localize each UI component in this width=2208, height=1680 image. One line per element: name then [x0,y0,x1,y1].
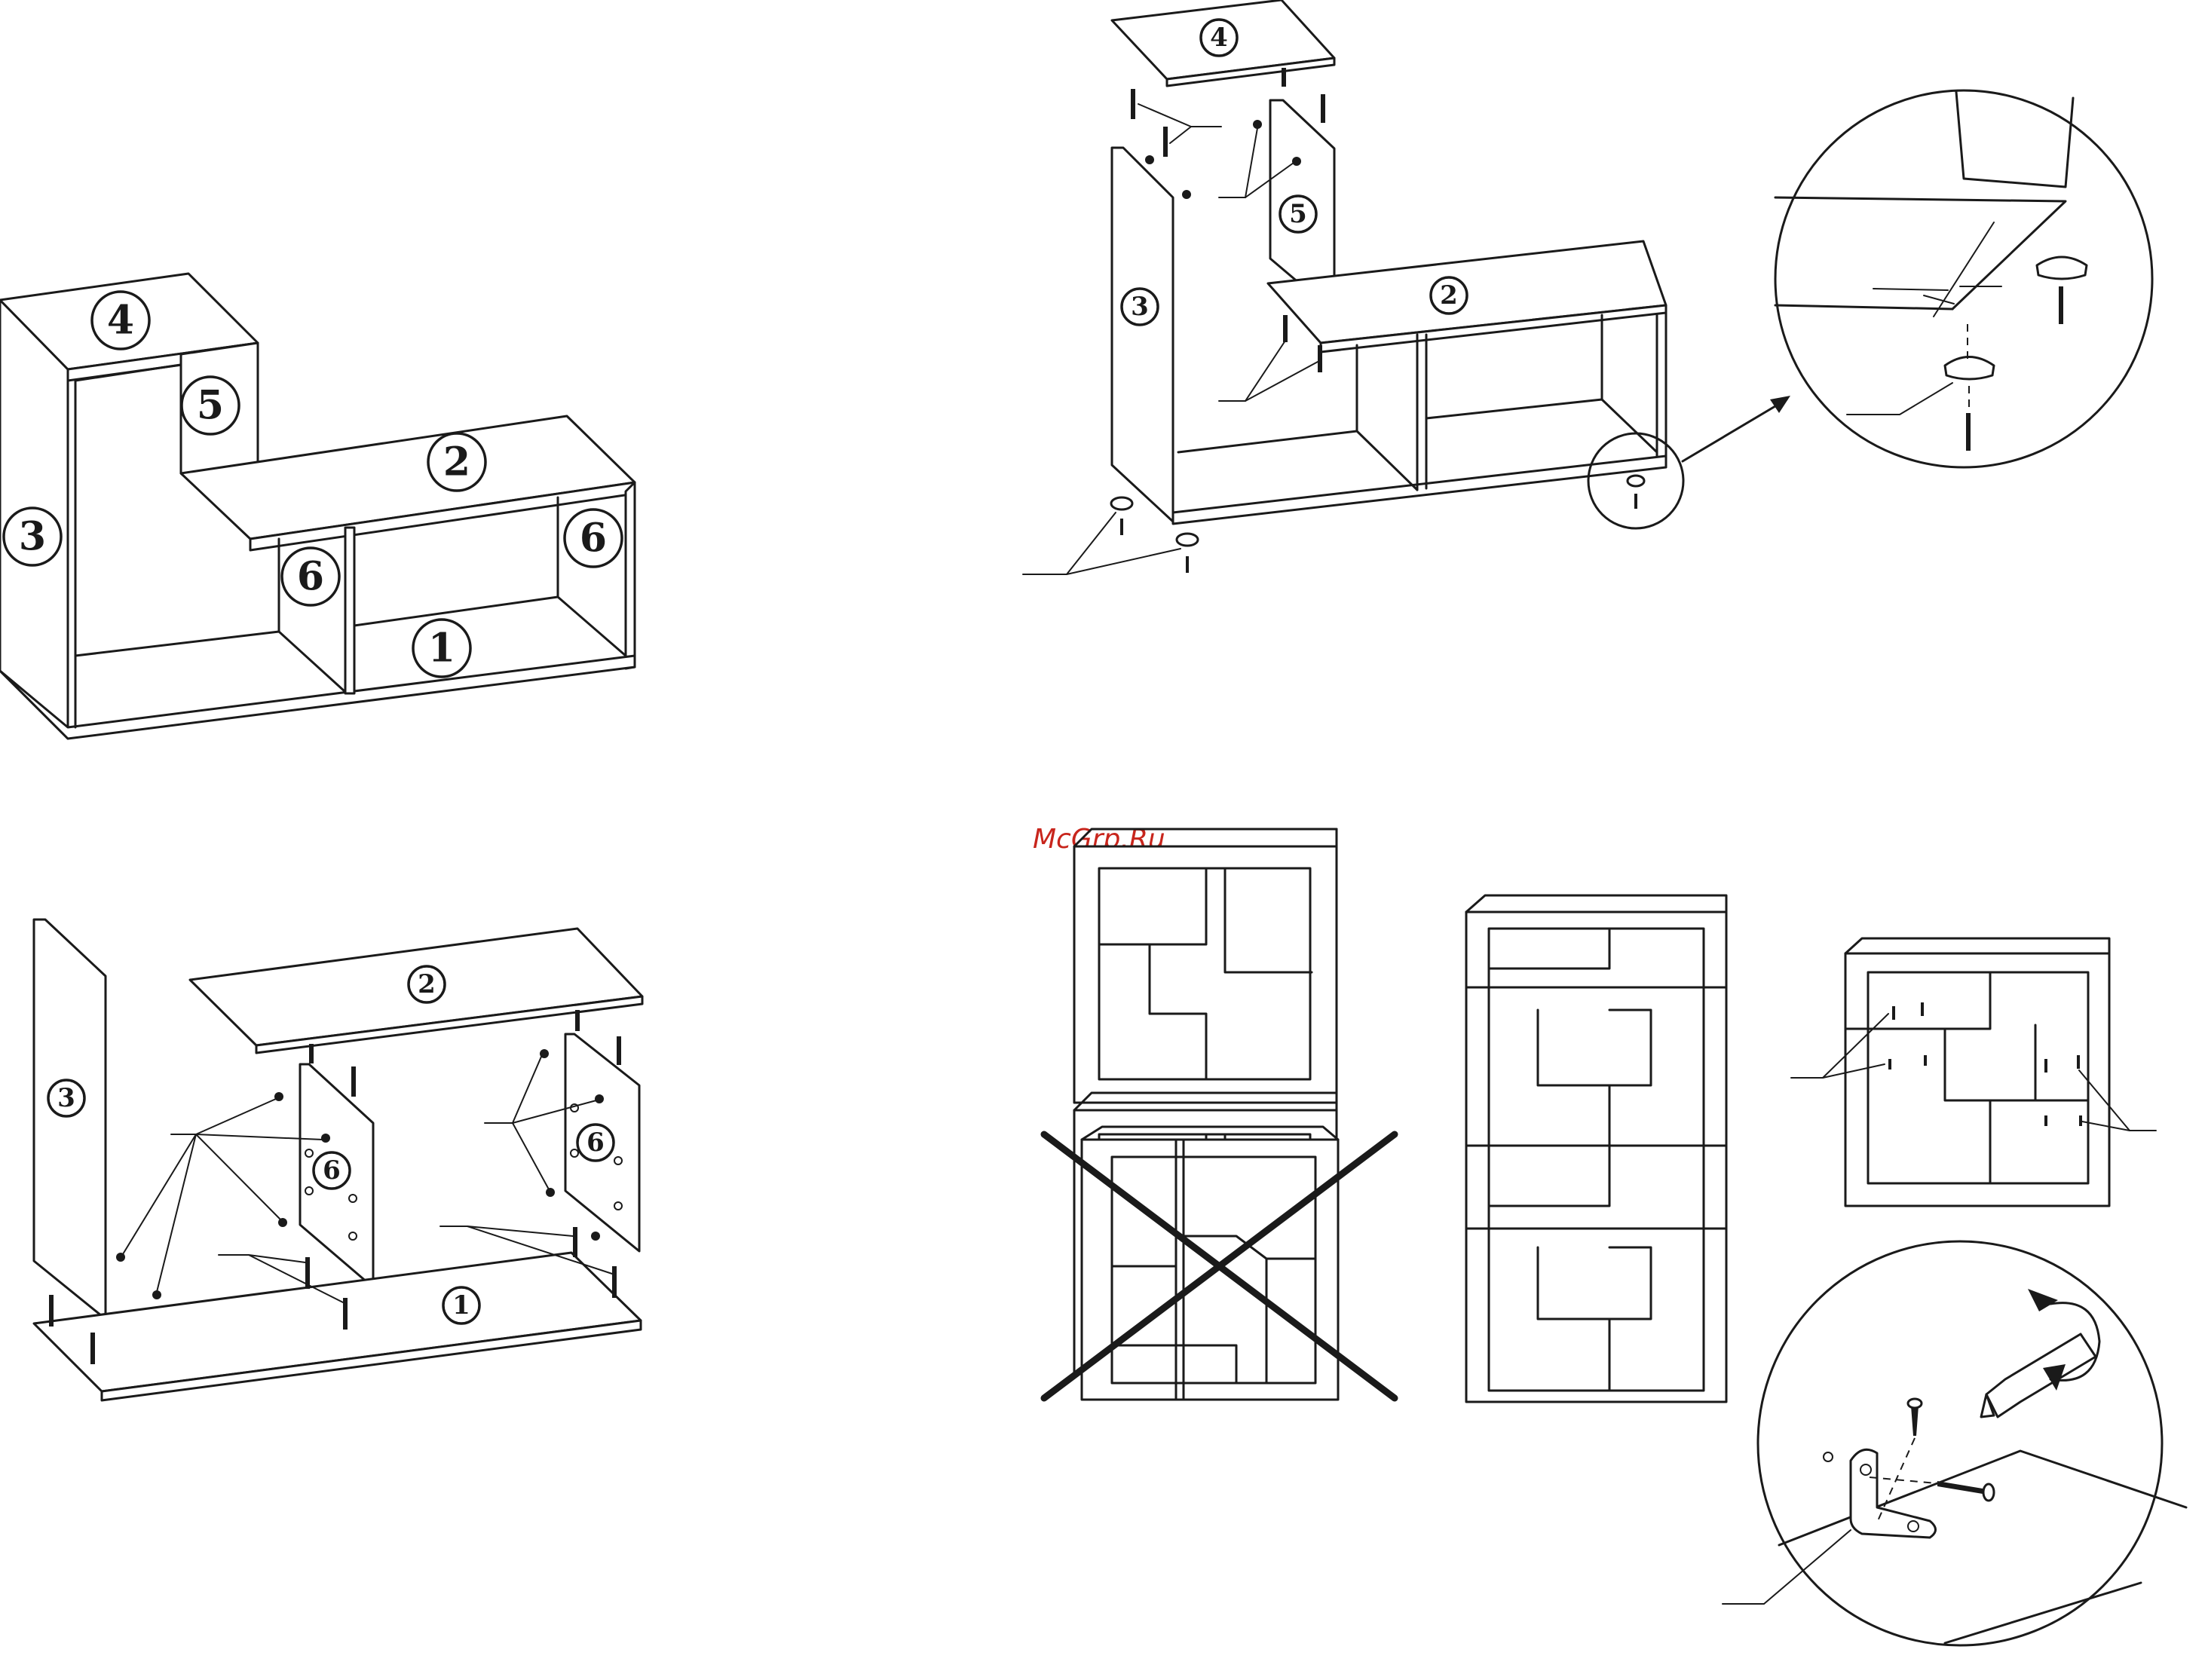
part-label-5: 5 [1280,196,1316,232]
svg-text:6: 6 [297,554,324,600]
furniture-foot-icon [1628,476,1644,509]
svg-text:6: 6 [580,516,607,562]
screwdriver-icon [1981,1334,2096,1417]
side-panel-3 [1112,148,1173,522]
part-label-6: 6 [565,510,622,567]
svg-text:2: 2 [1440,280,1458,311]
part-label-1: 1 [443,1287,479,1323]
svg-text:6: 6 [323,1155,341,1186]
part-label-5: 5 [182,377,239,434]
svg-text:3: 3 [57,1083,75,1113]
upper-exploded-view: 4 5 3 2 [1023,0,2152,574]
incorrect-stack-view [1044,1127,1395,1400]
svg-text:3: 3 [1131,292,1149,322]
svg-text:1: 1 [452,1290,470,1320]
arrow-icon [1683,399,1787,461]
part-label-4: 4 [92,292,149,349]
part-label-1: 1 [413,620,470,677]
part-label-6: 6 [314,1152,350,1189]
svg-text:6: 6 [586,1128,605,1158]
divider-6 [345,528,354,693]
part-label-6: 6 [282,548,339,605]
svg-text:3: 3 [19,514,46,560]
svg-text:2: 2 [418,969,436,999]
correct-stack-tall-view [1466,895,1726,1402]
detail-callout-large [1775,90,2152,467]
side-panel-3 [34,920,106,1319]
svg-text:4: 4 [1210,23,1228,53]
svg-text:2: 2 [443,439,470,485]
part-label-2: 2 [428,433,485,491]
part-label-2: 2 [409,966,445,1002]
l-bracket-icon [1851,1449,1936,1538]
svg-text:4: 4 [107,298,134,344]
part-label-3: 3 [48,1080,84,1116]
lower-exploded-view: 3 2 6 6 1 [34,920,642,1400]
wall-bracket-detail [1723,1241,2186,1645]
part-label-3: 3 [1122,289,1158,325]
svg-text:1: 1 [428,626,455,672]
part-label-4: 4 [1201,20,1237,56]
part-label-3: 3 [4,508,61,565]
wall-mounted-stack-view [1791,938,2156,1206]
arrow-icon [1770,396,1790,413]
bottom-panel [0,656,635,739]
svg-text:5: 5 [197,383,224,429]
part-label-2: 2 [1431,277,1467,314]
svg-text:5: 5 [1289,199,1307,229]
bottom-panel [1173,456,1666,524]
part-label-6: 6 [577,1125,614,1161]
assembled-shelf-view: 4 5 2 3 6 6 1 [0,274,635,739]
